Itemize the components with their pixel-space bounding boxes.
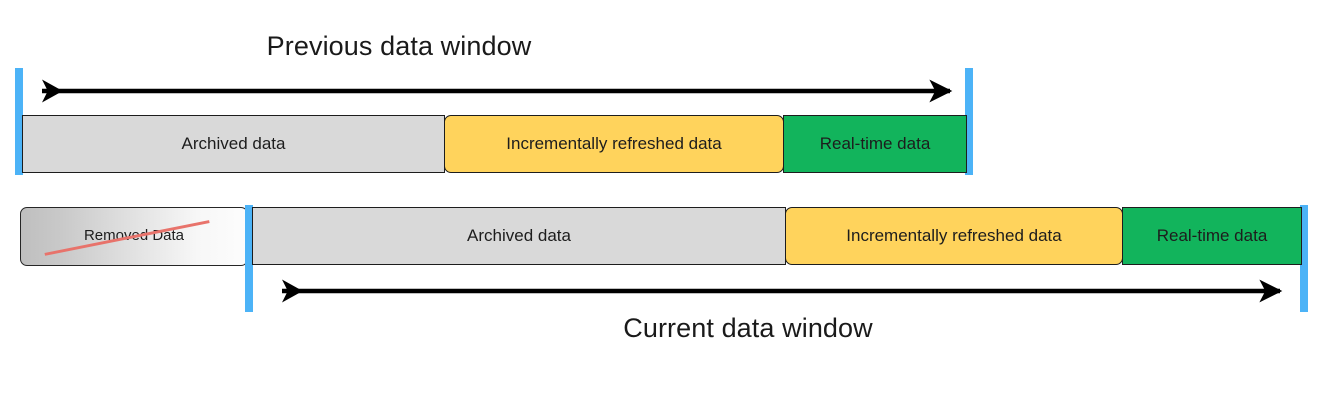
previous-window-start-marker: [15, 68, 23, 175]
previous-segment-archived-label: Archived data: [181, 134, 286, 154]
previous-segment-incremental-label: Incrementally refreshed data: [506, 134, 722, 154]
previous-segment-realtime: Real-time data: [783, 115, 967, 173]
current-segment-incremental-label: Incrementally refreshed data: [846, 226, 1062, 246]
current-segment-incremental: Incrementally refreshed data: [785, 207, 1123, 265]
current-window-title: Current data window: [623, 313, 873, 343]
current-window-end-marker: [1300, 205, 1308, 312]
previous-window-span-arrow: [28, 78, 964, 104]
current-segment-archived-label: Archived data: [467, 226, 571, 246]
current-window-span-arrow: [268, 278, 1294, 304]
removed-data-label: Removed Data: [83, 227, 185, 245]
previous-segment-archived: Archived data: [22, 115, 445, 173]
previous-window-end-marker: [965, 68, 973, 175]
current-segment-realtime: Real-time data: [1122, 207, 1302, 265]
current-window-start-marker: [245, 205, 253, 312]
removed-data-box: Removed Data: [20, 207, 248, 266]
previous-window-title: Previous data window: [266, 31, 532, 61]
previous-segment-incremental: Incrementally refreshed data: [444, 115, 784, 173]
previous-segment-realtime-label: Real-time data: [819, 134, 931, 154]
current-segment-archived: Archived data: [252, 207, 786, 265]
current-segment-realtime-label: Real-time data: [1156, 226, 1268, 246]
